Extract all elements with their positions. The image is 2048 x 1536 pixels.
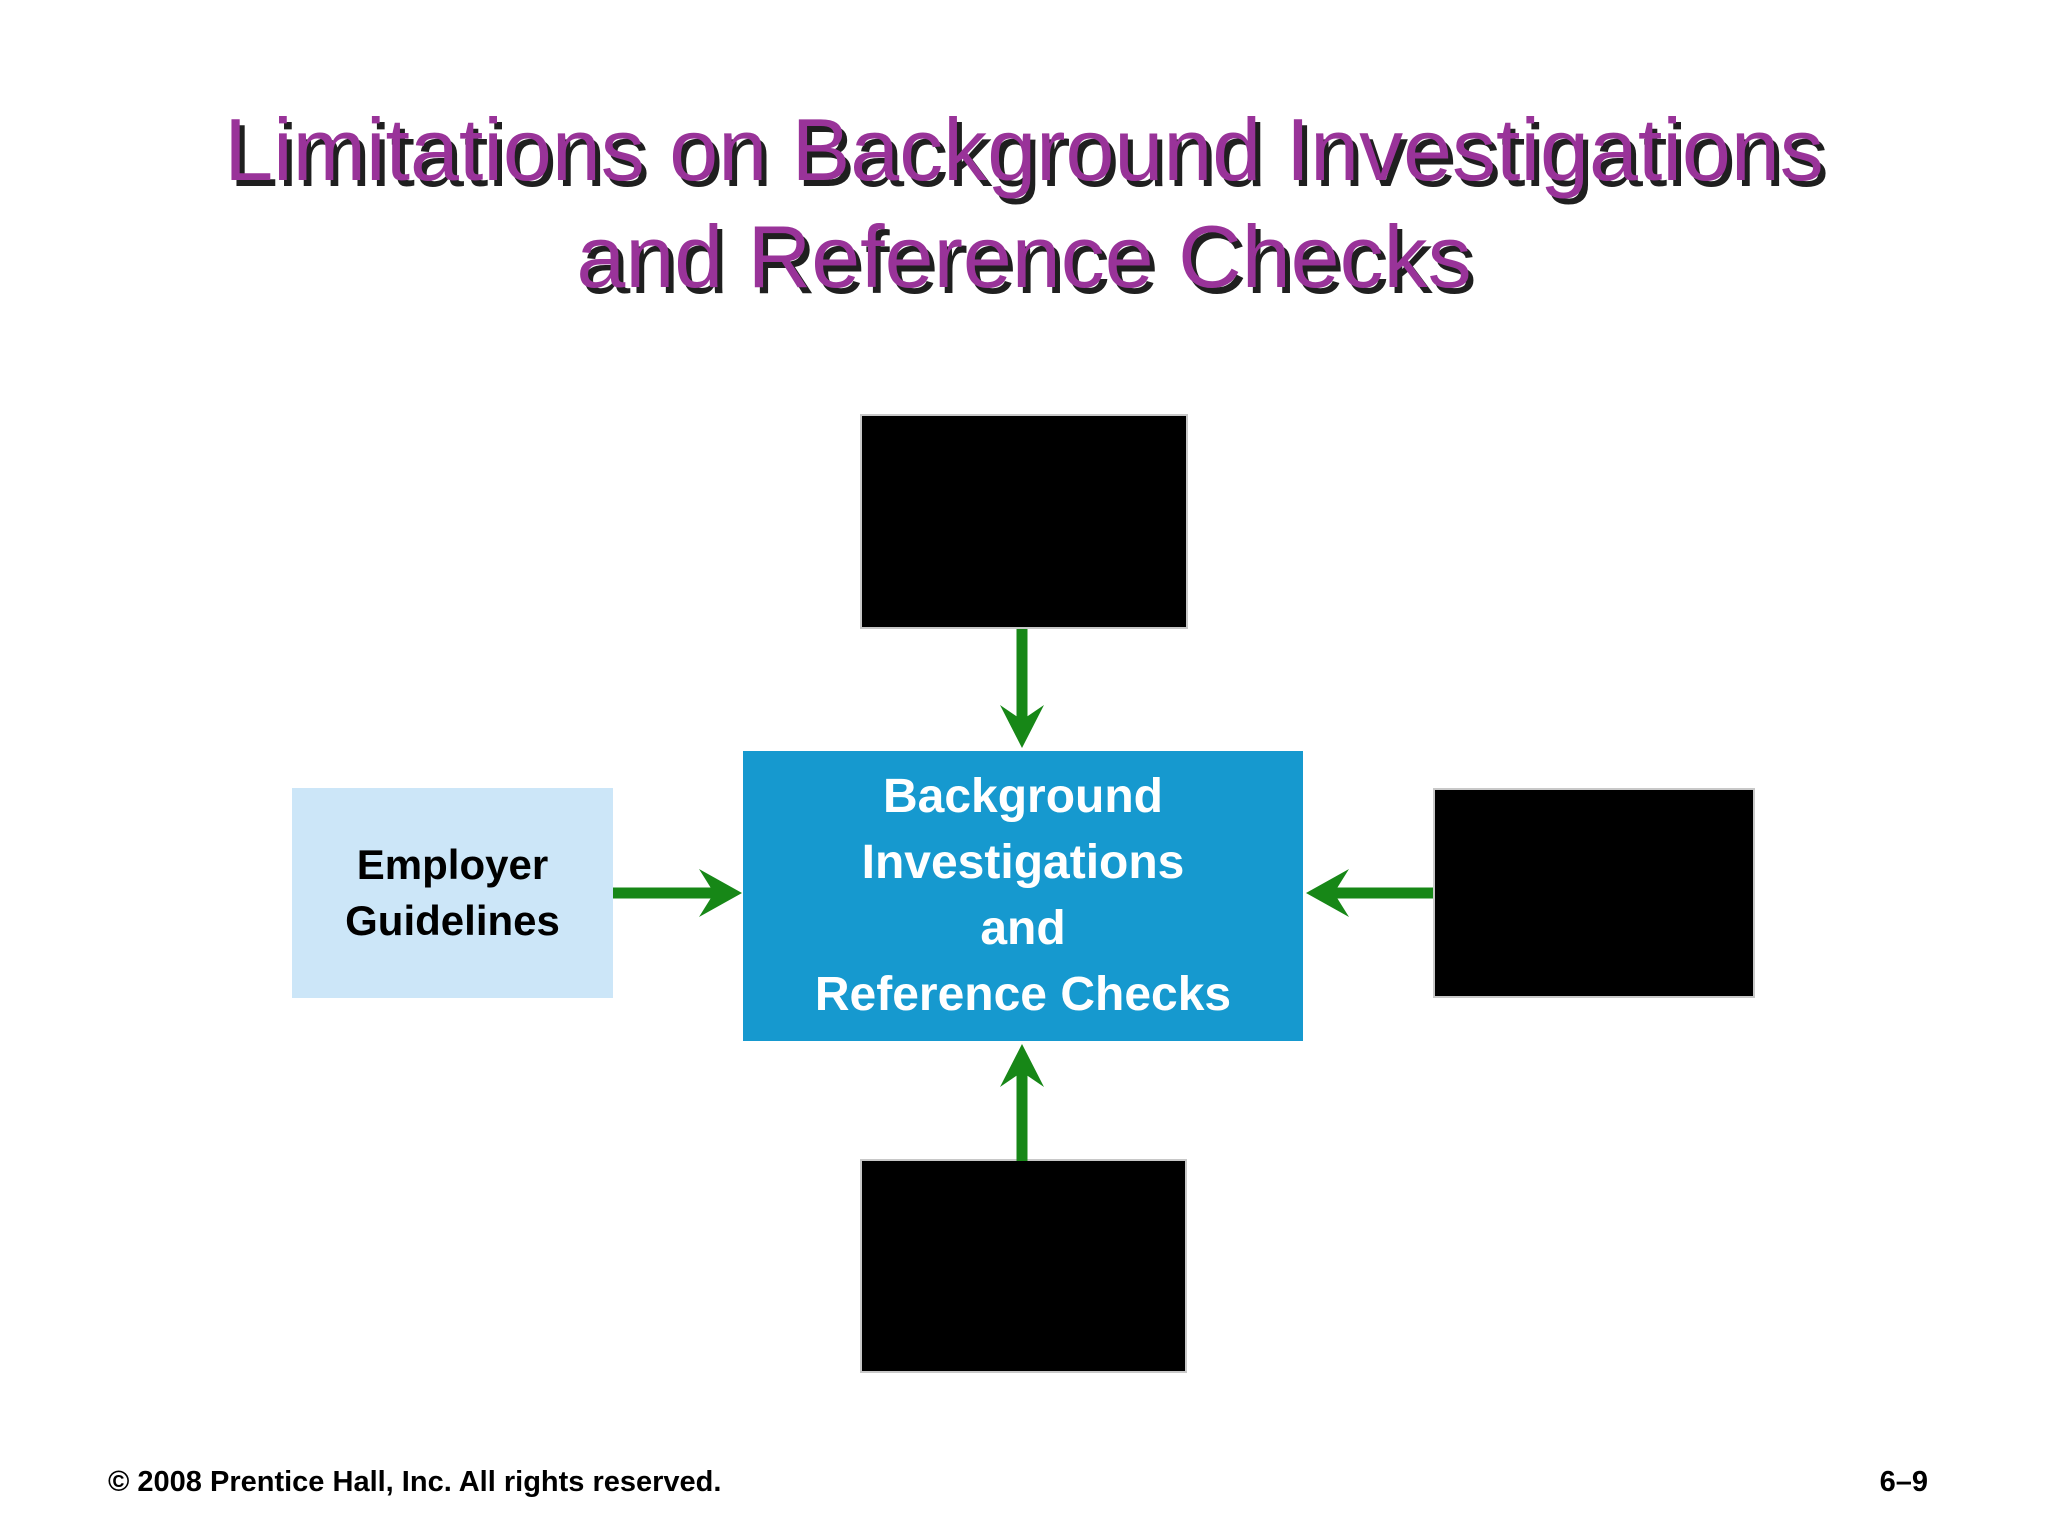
employer-guidelines-label: Employer Guidelines xyxy=(345,841,560,944)
copyright-text: © 2008 Prentice Hall, Inc. All rights re… xyxy=(108,1466,722,1498)
arrow-top-to-center-icon xyxy=(1000,629,1044,748)
slide-title-line1: Limitations on Background Investigations xyxy=(224,100,1824,199)
redacted-box-top xyxy=(860,414,1188,629)
employer-guidelines-box: Employer Guidelines xyxy=(292,788,613,998)
slide-title-line2: and Reference Checks xyxy=(576,207,1472,307)
arrow-left-to-center-icon xyxy=(613,869,742,917)
page-number: 6–9 xyxy=(1879,1466,1928,1498)
arrow-bottom-to-center-icon xyxy=(1000,1044,1044,1161)
redacted-box-right xyxy=(1433,788,1755,998)
arrow-right-to-center-icon xyxy=(1306,869,1433,917)
redacted-box-bottom xyxy=(860,1159,1187,1373)
background-investigations-box: Background Investigations and Reference … xyxy=(743,751,1303,1041)
slide-title: Limitations on Background Investigations… xyxy=(0,96,2048,311)
background-investigations-label: Background Investigations and Reference … xyxy=(814,769,1232,1022)
